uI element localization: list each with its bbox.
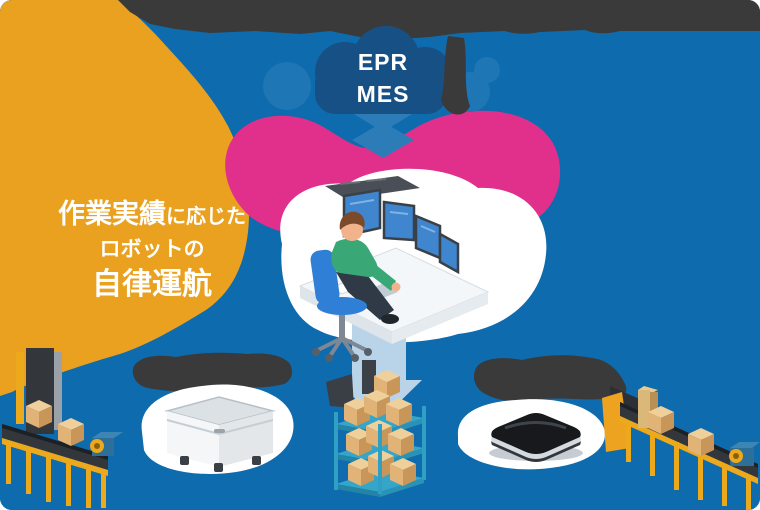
control-room-operator-icon	[298, 176, 490, 362]
erp-mes-cloud-icon	[315, 26, 452, 114]
cloud-label-line2: MES	[356, 81, 410, 107]
callout-text: 作業実績に応じた ロボットの 自律運航	[20, 198, 284, 304]
cloud-label-line1: EPR	[357, 49, 409, 75]
orange-callout-blob	[0, 0, 250, 396]
box-type-agv-icon	[164, 396, 276, 472]
warehouse-rack-icon	[334, 370, 426, 497]
left-robot-caption-blob	[132, 352, 292, 392]
top-title-band	[118, 0, 760, 41]
callout-line1-emphasis: 作業実績	[58, 199, 166, 229]
cloud-label: EPR MES	[312, 46, 454, 110]
callout-line1-tail: に応じた	[166, 206, 246, 228]
gray-streak	[441, 36, 470, 115]
left-robot-vignette	[141, 384, 294, 474]
callout-line3: 自律運航	[92, 268, 212, 301]
low-profile-amr-icon	[489, 413, 583, 462]
rack-back-pillar	[326, 360, 376, 408]
callout-line1: 作業実績に応じた	[20, 198, 284, 232]
callout-line2: ロボットの	[99, 237, 205, 261]
conveyor-belt-left-icon	[2, 348, 123, 508]
conveyor-belt-right-icon	[602, 386, 760, 510]
right-robot-caption-blob	[474, 355, 627, 402]
right-robot-vignette	[457, 399, 605, 470]
